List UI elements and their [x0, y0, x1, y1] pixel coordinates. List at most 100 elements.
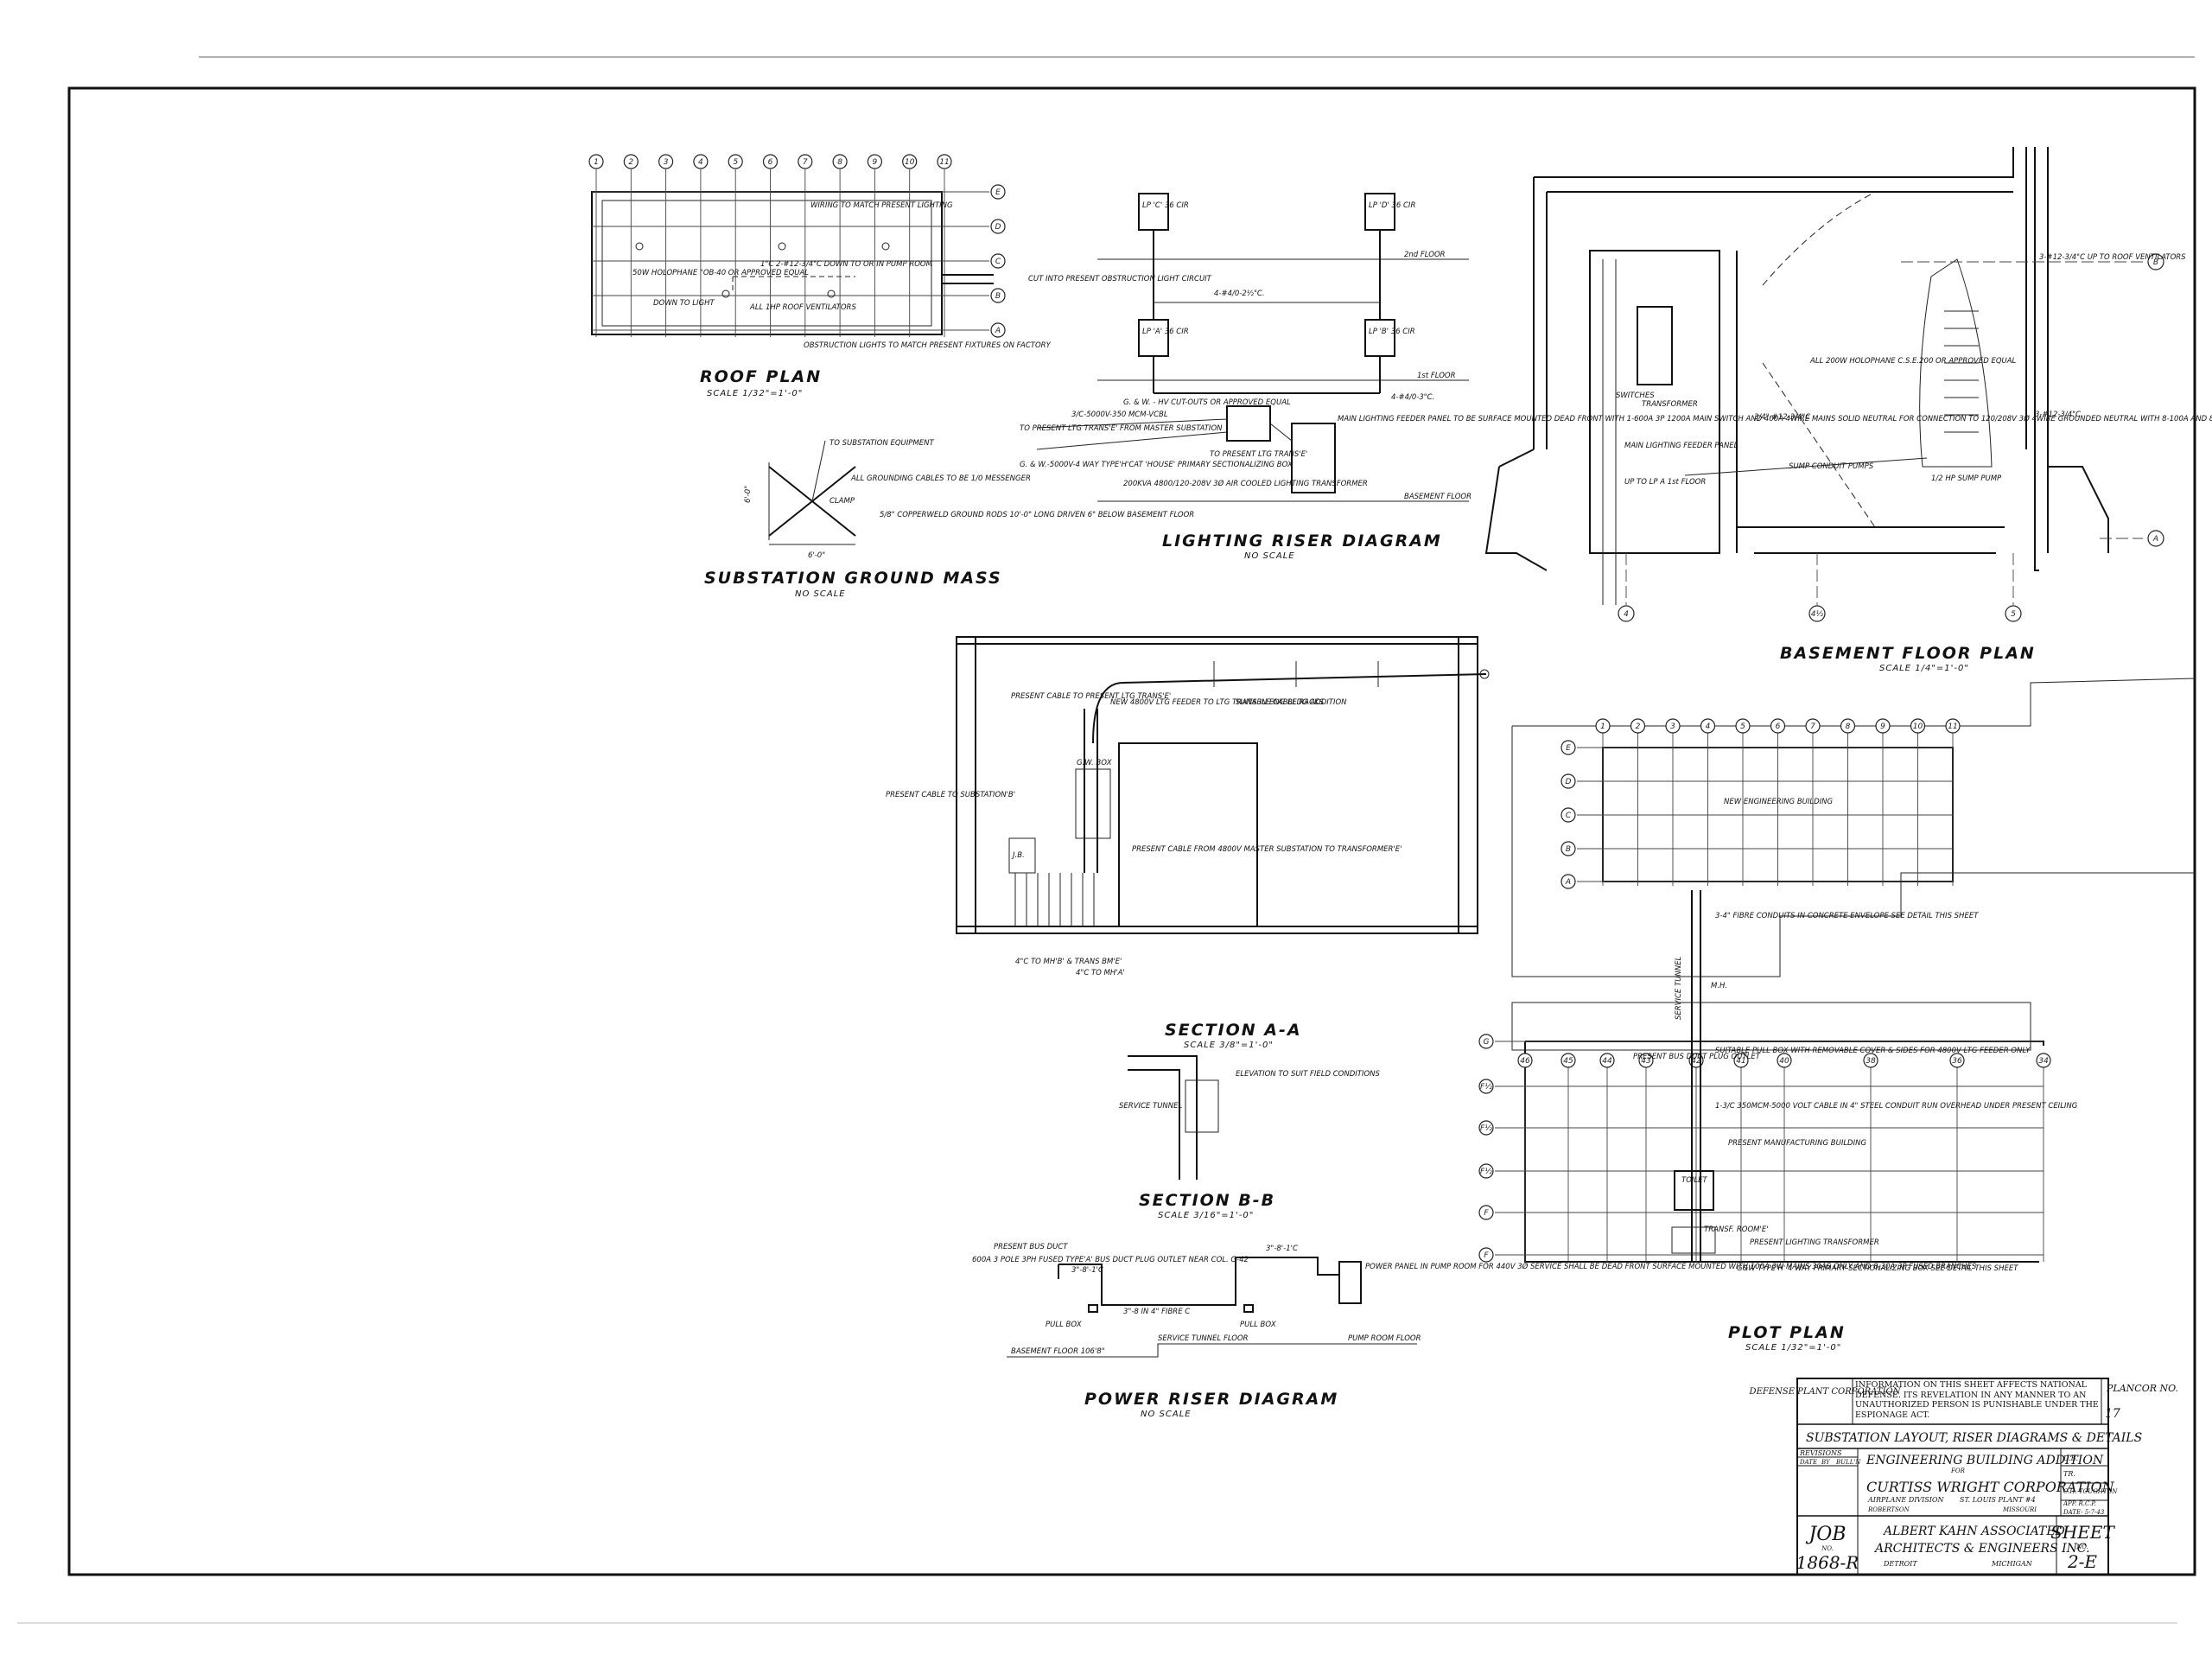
pr-note-1: PRESENT BUS DUCT — [994, 1243, 1068, 1251]
svg-text:40: 40 — [1779, 1057, 1789, 1066]
sheet-label: SHEET — [2050, 1522, 2115, 1543]
basement-row-bubble: A — [2147, 530, 2164, 547]
ground-note-4: 5/8" COPPERWELD GROUND RODS 10'-0" LONG … — [880, 511, 1194, 519]
svg-text:4: 4 — [1624, 610, 1629, 619]
roof-col-bubble: 5 — [728, 154, 743, 169]
roof-note-6: ALL 1HP ROOF VENTILATORS — [749, 303, 856, 312]
aa-note-4: PRESENT CABLE TO SUBSTATION'B' — [886, 791, 1015, 799]
aa-note-1: PRESENT CABLE TO PRESENT LTG TRANS'E' — [1011, 692, 1171, 701]
pr-note-3: 3"-8'-1'C — [1071, 1266, 1103, 1275]
svg-text:C: C — [995, 258, 1001, 266]
sheet-title: SUBSTATION LAYOUT, RISER DIAGRAMS & DETA… — [1806, 1431, 2142, 1445]
basement-col-bubble: 5 — [2005, 605, 2022, 622]
svg-text:E: E — [1566, 744, 1571, 753]
firm-name: ALBERT KAHN ASSOCIATED — [1882, 1525, 2065, 1538]
roof-plan-title: ROOF PLAN — [700, 367, 822, 386]
plot-lower-row-bubble: F½ — [1478, 1163, 1494, 1179]
svg-text:1: 1 — [594, 158, 599, 167]
plot-lower-row-bubble: F — [1478, 1247, 1494, 1263]
plot-row-bubble: A — [1560, 874, 1576, 889]
pr-note-4: 3"-8'-1'C — [1266, 1244, 1298, 1253]
svg-text:7: 7 — [1810, 722, 1815, 731]
svg-text:8: 8 — [837, 158, 842, 167]
checked-by: C.H. TOUGHTON — [2063, 1488, 2118, 1495]
basement-col-bubble: 4½ — [1808, 605, 1826, 622]
lr-note-1: 4-#4/0-2½"C. — [1214, 290, 1265, 298]
plot-note-6: 1-3/C 350MCM-5000 VOLT CABLE IN 4" STEEL… — [1715, 1102, 2078, 1111]
bsmt-note-5: SUMP CONDUIT PUMPS — [1789, 462, 1874, 471]
security-notice: INFORMATION ON THIS SHEET AFFECTS NATION… — [1855, 1380, 2099, 1420]
plot-note-7: TOILET — [1681, 1176, 1707, 1185]
location-right: MISSOURI — [2002, 1506, 2037, 1513]
roof-note-5: DOWN TO LIGHT — [653, 299, 715, 308]
svg-text:34: 34 — [2038, 1057, 2049, 1066]
roof-col-bubble: 9 — [867, 154, 883, 169]
svg-text:E: E — [995, 188, 1001, 197]
plot-col-bubble: 4 — [1700, 718, 1716, 734]
lp-b: LP 'B' 36 CIR — [1369, 328, 1415, 336]
svg-text:B: B — [995, 292, 1001, 301]
roof-col-bubble: 4 — [693, 154, 709, 169]
plot-lower-col-bubble: 41 — [1733, 1053, 1749, 1068]
svg-text:5: 5 — [733, 158, 738, 167]
pr-note-10: SERVICE TUNNEL FLOOR — [1158, 1334, 1249, 1343]
svg-text:43: 43 — [1641, 1057, 1651, 1066]
roof-col-bubble: 2 — [623, 154, 639, 169]
lighting-riser-scale: NO SCALE — [1244, 551, 1295, 561]
lr-note-7: TO PRESENT LTG TRANS'E' — [1210, 450, 1307, 459]
bsmt-note-6: 1/2 HP SUMP PUMP — [1931, 474, 2002, 483]
svg-text:A: A — [1565, 878, 1571, 887]
basement-plan-scale: SCALE 1/4"=1'-0" — [1879, 664, 1969, 673]
revisions-label: REVISIONS — [1799, 1449, 1842, 1457]
plot-lower-col-bubble: 46 — [1517, 1053, 1533, 1068]
plot-note-5: PRESENT BUS DUCT PLUG OUTLET — [1633, 1053, 1761, 1061]
lr-note-9: MAIN LIGHTING FEEDER PANEL TO BE SURFACE… — [1338, 414, 2212, 423]
ground-note-2: ALL GROUNDING CABLES TO BE 1/0 MESSENGER — [850, 474, 1031, 483]
roof-row-bubble: C — [990, 253, 1006, 269]
pr-note-2: 600A 3 POLE 3PH FUSED TYPE'A' BUS DUCT P… — [972, 1256, 1249, 1264]
roof-note-7: OBSTRUCTION LIGHTS TO MATCH PRESENT FIXT… — [804, 341, 1052, 350]
aa-note-3: SUITABLE CABLE RACKS — [1236, 698, 1325, 707]
roof-note-4: 50W HOLOPHANE "OB-40 OR APPROVED EQUAL — [632, 269, 809, 277]
basement-col-bubble: 4 — [1618, 605, 1635, 622]
svg-text:44: 44 — [1602, 1057, 1612, 1066]
aa-note-7: J.B. — [1011, 851, 1025, 860]
bsmt-note-7: 3-#12-3/4"C — [2035, 411, 2081, 419]
pr-note-7: PULL BOX — [1240, 1321, 1276, 1329]
plot-note-8: TRANSF. ROOM'E' — [1704, 1225, 1769, 1234]
bsmt-note-8: TRANSFORMER — [1642, 400, 1698, 409]
bsmt-note-9: 3/4"-#12-3/4"C — [1754, 413, 1810, 422]
svg-text:3: 3 — [1670, 722, 1675, 731]
plot-building-1: NEW ENGINEERING BUILDING — [1724, 798, 1834, 806]
svg-text:36: 36 — [1952, 1057, 1962, 1066]
ground-mass-title: SUBSTATION GROUND MASS — [704, 569, 1002, 588]
plot-lower-row-bubble: F — [1478, 1205, 1494, 1220]
roof-col-bubble: 8 — [832, 154, 848, 169]
plot-col-bubble: 9 — [1875, 718, 1891, 734]
lr-note-4: 3/C-5000V-350 MCM-VCBL — [1071, 411, 1168, 419]
job-no-label: NO. — [1821, 1545, 1834, 1552]
floor-basement: BASEMENT FLOOR — [1404, 493, 1471, 501]
plot-col-bubble: 3 — [1665, 718, 1681, 734]
section-a-a: PRESENT CABLE TO PRESENT LTG TRANS'E' NE… — [886, 636, 1490, 1050]
bsmt-note-10: SWITCHES — [1616, 391, 1655, 400]
svg-text:2: 2 — [1636, 722, 1641, 731]
svg-text:10: 10 — [905, 158, 915, 167]
lp-a: LP 'A' 36 CIR — [1142, 328, 1189, 336]
svg-text:A: A — [995, 327, 1001, 335]
section-aa-title: SECTION A-A — [1165, 1021, 1302, 1040]
pr-note-6: PULL BOX — [1046, 1321, 1082, 1329]
approved-by: APP. R.C.P. — [2063, 1500, 2096, 1507]
plot-lower-col-bubble: 40 — [1777, 1053, 1792, 1068]
drawn-by: D.B. — [2063, 1454, 2078, 1462]
svg-text:9: 9 — [1880, 722, 1885, 731]
job-number: 1868-R — [1796, 1552, 1859, 1573]
roof-col-bubble: 1 — [588, 154, 604, 169]
lighting-riser-diagram: LP 'C' 36 CIR LP 'D' 36 CIR LP 'A' 36 CI… — [1020, 193, 2212, 561]
agency-label: DEFENSE PLANT CORPORATION — [1749, 1387, 1902, 1397]
svg-text:F½: F½ — [1480, 1124, 1492, 1133]
plot-col-bubble: 11 — [1945, 718, 1961, 734]
rev-col-bulletin: BULL'N — [1835, 1459, 1861, 1466]
traced-by: TR. — [2063, 1470, 2075, 1478]
